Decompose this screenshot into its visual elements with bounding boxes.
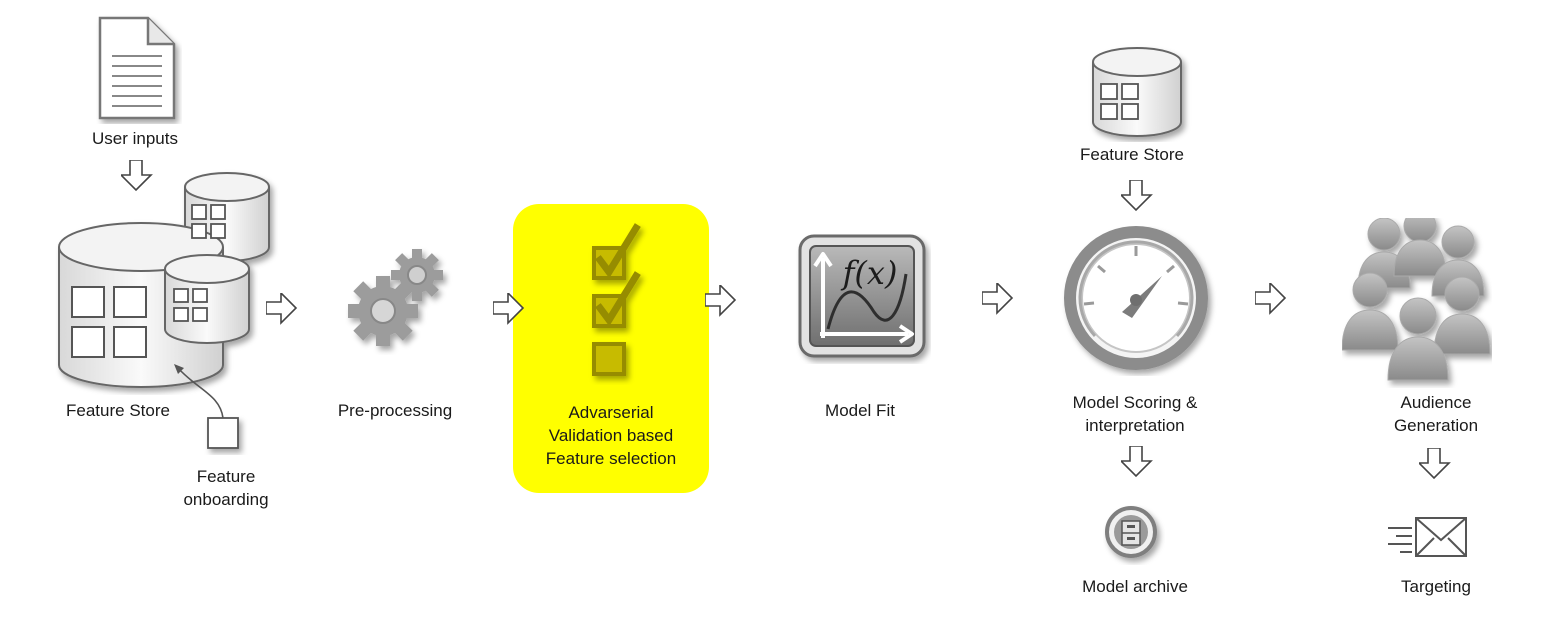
label-audience-1: Audience [1400,393,1472,412]
label-feature-store-left: Feature Store [66,401,170,420]
label-selection-2: Validation based [548,426,674,445]
label-scoring-1: Model Scoring & [1072,393,1198,412]
label-selection-1: Advarserial [568,403,654,422]
label-feature-store-right: Feature Store [1080,145,1184,164]
arrow-down-icon [1419,448,1450,479]
archive-icon [1105,506,1157,558]
people-icon [1342,218,1491,381]
arrow-right-icon [1255,283,1286,314]
label-scoring-2: interpretation [1085,416,1185,435]
label-feature-onboarding-1: Feature [196,467,256,486]
label-preprocessing: Pre-processing [337,401,453,420]
label-selection-3: Feature selection [545,449,677,468]
database-icon [1092,47,1182,137]
onboarding-connector [174,364,239,449]
document-icon [98,16,176,120]
label-model-archive: Model archive [1082,577,1188,596]
label-feature-onboarding-2: onboarding [183,490,269,509]
gears-icon [348,249,443,346]
arrow-right-icon [266,293,297,324]
arrow-right-icon [982,283,1013,314]
arrow-down-icon [1121,446,1152,477]
label-model-fit: Model Fit [825,401,895,420]
database-icon [58,172,270,388]
label-audience-2: Generation [1393,416,1479,435]
envelope-icon [1388,517,1467,557]
function-icon: f(x) [798,234,926,358]
arrow-down-icon [1121,180,1152,211]
svg-text:f(x): f(x) [841,254,898,292]
gauge-icon [1064,226,1208,370]
label-targeting: Targeting [1401,577,1471,596]
arrow-right-icon [493,293,524,324]
label-user-inputs: User inputs [92,129,178,148]
arrow-right-icon [705,285,736,316]
checklist-icon [592,223,641,376]
